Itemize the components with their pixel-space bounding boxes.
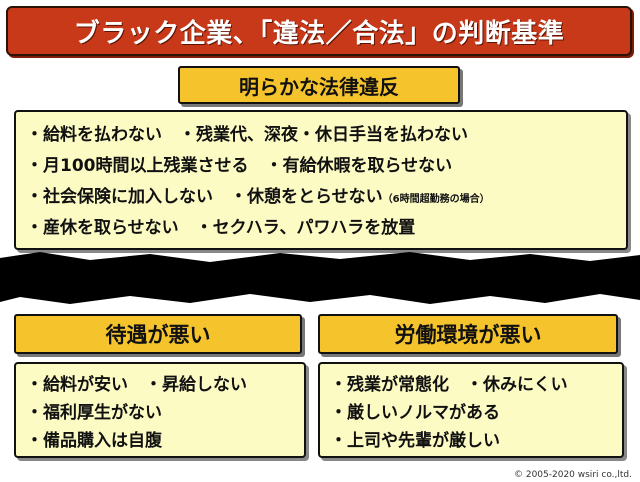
illegal-line: ・月100時間以上残業させる ・有給休暇を取らせない (26, 156, 453, 176)
treatment-line: ・備品購入は自腹 (26, 431, 162, 451)
illegal-line: ・給料を払わない ・残業代、深夜・休日手当を払わない (26, 125, 468, 145)
torn-divider (0, 252, 640, 304)
illegal-line: ・社会保険に加入しない ・休憩をとらせない（6時間超勤務の場合） (26, 187, 490, 207)
illegal-section-box: ・給料を払わない ・残業代、深夜・休日手当を払わない ・月100時間以上残業させ… (14, 110, 628, 250)
environment-header-label: 労働環境が悪い (394, 323, 542, 347)
page-title-bar: ブラック企業、「違法／合法」の判断基準 (6, 6, 632, 56)
treatment-section-header: 待遇が悪い (14, 314, 302, 354)
treatment-section-box: ・給料が安い ・昇給しない ・福利厚生がない ・備品購入は自腹 (14, 362, 306, 458)
illegal-header-label: 明らかな法律違反 (239, 74, 399, 99)
copyright-footer: © 2005-2020 wsiri co.,ltd. (513, 470, 632, 480)
treatment-header-label: 待遇が悪い (105, 323, 211, 347)
environment-line: ・厳しいノルマがある (330, 403, 500, 423)
treatment-line: ・福利厚生がない (26, 403, 162, 423)
environment-line: ・上司や先輩が厳しい (330, 431, 500, 451)
environment-line: ・残業が常態化 ・休みにくい (330, 375, 568, 395)
illegal-line: ・産休を取らせない ・セクハラ、パワハラを放置 (26, 218, 416, 238)
treatment-line: ・給料が安い ・昇給しない (26, 375, 247, 395)
illegal-section-header: 明らかな法律違反 (178, 66, 460, 104)
torn-divider-shape (0, 252, 640, 304)
environment-section-header: 労働環境が悪い (318, 314, 618, 354)
page-title: ブラック企業、「違法／合法」の判断基準 (73, 18, 565, 49)
environment-section-box: ・残業が常態化 ・休みにくい ・厳しいノルマがある ・上司や先輩が厳しい (318, 362, 624, 458)
